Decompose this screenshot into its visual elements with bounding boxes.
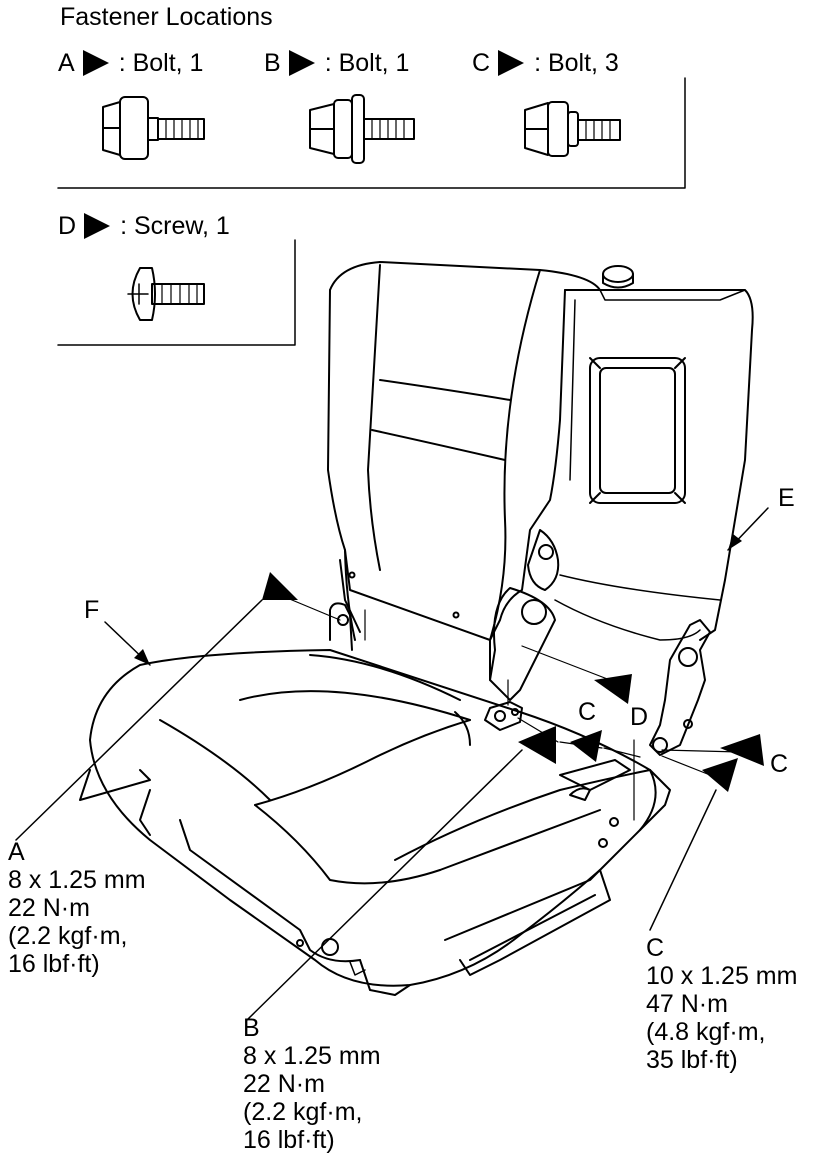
pointer-icon (82, 50, 109, 76)
seat-cushion (89, 649, 657, 987)
spec-letter: A (8, 838, 25, 866)
flange-bolt-icon (102, 96, 205, 160)
fastener-pointer (262, 572, 764, 792)
callout-e: E (778, 484, 795, 512)
torque-spec-c: C 10 x 1.25 mm 47 N·m (4.8 kgf·m, 35 lbf… (646, 934, 797, 1074)
seat-frame (79, 759, 671, 996)
legend-desc: : Bolt, 1 (118, 48, 204, 77)
recliner-bracket (329, 587, 711, 756)
arrowhead-icon (134, 534, 742, 665)
pointer-icon (498, 50, 525, 76)
spec-torque-kgf: (2.2 kgf·m, (8, 922, 128, 950)
legend-item-d: D : Screw, 1 (58, 213, 230, 239)
page-title: Fastener Locations (60, 3, 273, 31)
spec-size: 8 x 1.25 mm (8, 866, 146, 894)
spec-torque-lbf: 35 lbf·ft) (646, 1046, 738, 1074)
cushion-bracket (484, 701, 523, 731)
spec-torque-lbf: 16 lbf·ft) (243, 1126, 335, 1154)
torque-spec-b: B 8 x 1.25 mm 22 N·m (2.2 kgf·m, 16 lbf·… (243, 1014, 381, 1154)
legend-item-b: B : Bolt, 1 (264, 50, 409, 76)
spec-size: 10 x 1.25 mm (646, 962, 798, 990)
legend-desc: : Bolt, 1 (324, 48, 410, 77)
spec-torque-nm: 22 N·m (8, 894, 90, 922)
seat-back-panel (489, 265, 754, 681)
legend-letter: B (264, 48, 281, 77)
washer-bolt-icon (309, 94, 415, 164)
spec-letter: B (243, 1014, 260, 1042)
legend-item-c: C : Bolt, 3 (472, 50, 619, 76)
spec-size: 8 x 1.25 mm (243, 1042, 381, 1070)
spec-torque-kgf: (4.8 kgf·m, (646, 1018, 766, 1046)
legend-letter: C (472, 48, 491, 77)
screw-icon (127, 267, 205, 321)
spec-torque-nm: 47 N·m (646, 990, 728, 1018)
legend-letter: A (58, 48, 75, 77)
torque-spec-a: A 8 x 1.25 mm 22 N·m (2.2 kgf·m, 16 lbf·… (8, 838, 146, 978)
spec-torque-lbf: 16 lbf·ft) (8, 950, 100, 978)
spec-torque-nm: 22 N·m (243, 1070, 325, 1098)
pointer-icon (84, 213, 111, 239)
callout-f: F (84, 596, 100, 624)
legend-desc: : Bolt, 3 (534, 48, 619, 77)
hex-bolt-icon (524, 101, 621, 157)
callout-c: C (578, 698, 597, 726)
legend-letter: D (58, 211, 77, 240)
legend-item-a: A : Bolt, 1 (58, 50, 203, 76)
spec-letter: C (646, 934, 665, 962)
pointer-icon (288, 50, 315, 76)
callout-d: D (630, 703, 649, 731)
guide-line (267, 589, 741, 821)
legend-frame (57, 77, 686, 346)
spec-torque-kgf: (2.2 kgf·m, (243, 1098, 363, 1126)
seat-back (327, 261, 601, 641)
callout-c: C (770, 750, 789, 778)
legend-desc: : Screw, 1 (120, 211, 230, 240)
